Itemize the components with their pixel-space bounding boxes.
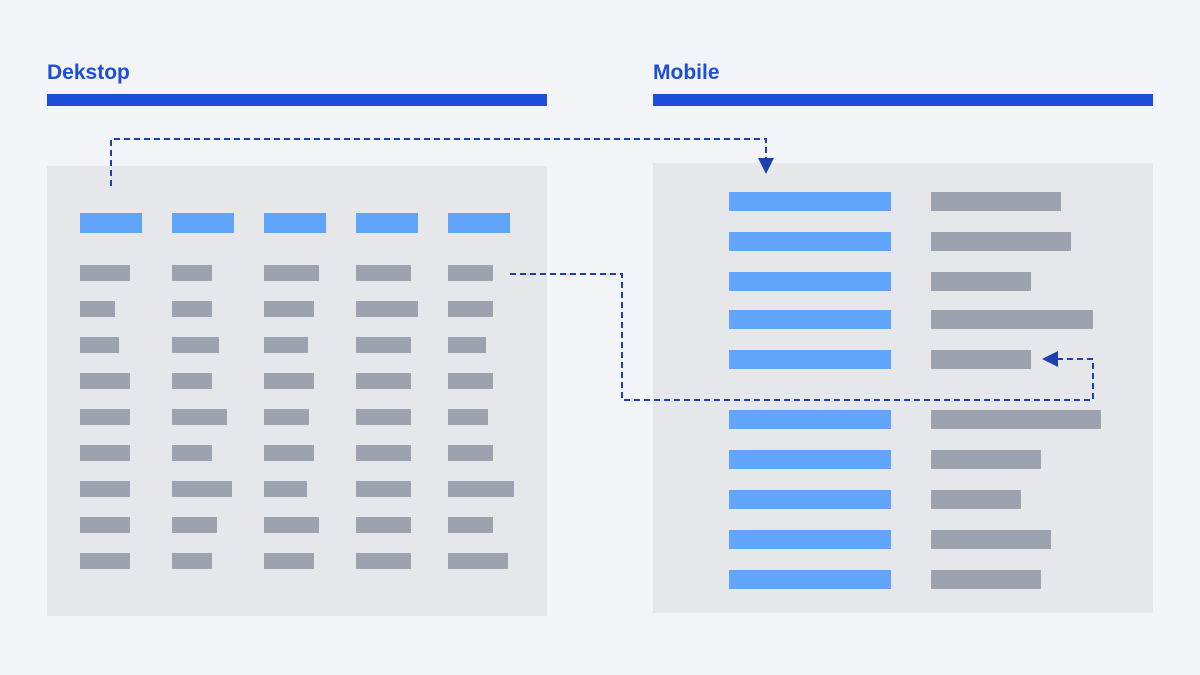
- mobile-row-label: [729, 232, 891, 251]
- desktop-cell: [356, 517, 411, 533]
- desktop-cell: [448, 481, 514, 497]
- mobile-row-value: [931, 272, 1031, 291]
- desktop-cell: [356, 481, 411, 497]
- desktop-cell: [172, 553, 212, 569]
- mobile-row-value: [931, 350, 1031, 369]
- mobile-row-value: [931, 450, 1041, 469]
- desktop-cell: [356, 301, 418, 317]
- desktop-cell: [448, 373, 493, 389]
- desktop-column-header-5: [448, 213, 510, 233]
- mobile-row-label: [729, 570, 891, 589]
- desktop-title: Dekstop: [47, 61, 130, 84]
- desktop-cell: [264, 517, 319, 533]
- mobile-row-value: [931, 410, 1101, 429]
- mobile-row-label: [729, 490, 891, 509]
- desktop-cell: [264, 481, 307, 497]
- mobile-row-label: [729, 310, 891, 329]
- desktop-cell: [172, 337, 219, 353]
- desktop-table-panel: [47, 166, 547, 616]
- desktop-cell: [80, 553, 130, 569]
- desktop-cell: [172, 517, 217, 533]
- desktop-cell: [264, 373, 314, 389]
- desktop-cell: [80, 265, 130, 281]
- mobile-row-label: [729, 350, 891, 369]
- mobile-title-rule: [653, 94, 1153, 106]
- desktop-cell: [356, 265, 411, 281]
- desktop-cell: [172, 265, 212, 281]
- desktop-cell: [356, 445, 411, 461]
- mobile-row-label: [729, 450, 891, 469]
- desktop-cell: [448, 301, 493, 317]
- desktop-cell: [264, 553, 314, 569]
- desktop-cell: [172, 373, 212, 389]
- mobile-row-label: [729, 530, 891, 549]
- desktop-cell: [264, 445, 314, 461]
- desktop-cell: [80, 517, 130, 533]
- desktop-cell: [356, 337, 411, 353]
- desktop-cell: [264, 337, 308, 353]
- mobile-row-value: [931, 490, 1021, 509]
- desktop-cell: [448, 337, 486, 353]
- desktop-cell: [356, 553, 411, 569]
- desktop-column-header-3: [264, 213, 326, 233]
- desktop-cell: [264, 265, 319, 281]
- desktop-cell: [448, 409, 488, 425]
- desktop-cell: [448, 517, 493, 533]
- desktop-cell: [80, 445, 130, 461]
- desktop-cell: [264, 301, 314, 317]
- desktop-cell: [80, 337, 119, 353]
- desktop-cell: [80, 301, 115, 317]
- mobile-row-value: [931, 192, 1061, 211]
- desktop-cell: [356, 373, 411, 389]
- mobile-title: Mobile: [653, 61, 720, 84]
- desktop-column-header-4: [356, 213, 418, 233]
- desktop-column-header-1: [80, 213, 142, 233]
- mobile-row-label: [729, 192, 891, 211]
- desktop-cell: [172, 301, 212, 317]
- desktop-column-header-2: [172, 213, 234, 233]
- mobile-row-value: [931, 310, 1093, 329]
- desktop-cell: [80, 409, 130, 425]
- desktop-cell: [80, 373, 130, 389]
- desktop-cell: [448, 445, 493, 461]
- mobile-row-value: [931, 530, 1051, 549]
- desktop-cell: [172, 409, 227, 425]
- desktop-cell: [172, 445, 212, 461]
- desktop-cell: [356, 409, 411, 425]
- mobile-list-panel: [653, 163, 1153, 613]
- desktop-cell: [80, 481, 130, 497]
- mobile-row-label: [729, 272, 891, 291]
- mobile-row-value: [931, 570, 1041, 589]
- desktop-cell: [172, 481, 232, 497]
- desktop-cell: [264, 409, 309, 425]
- mobile-row-value: [931, 232, 1071, 251]
- desktop-cell: [448, 265, 493, 281]
- desktop-title-rule: [47, 94, 547, 106]
- desktop-cell: [448, 553, 508, 569]
- mobile-row-label: [729, 410, 891, 429]
